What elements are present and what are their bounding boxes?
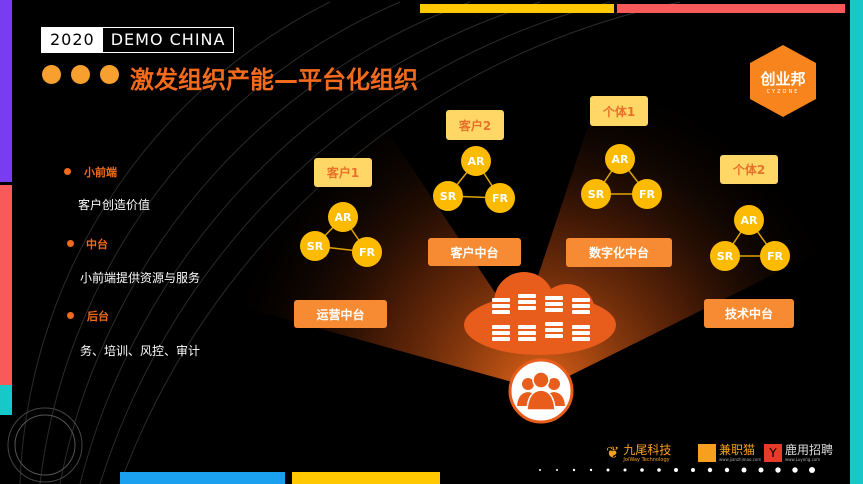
node-ar: AR [461,146,491,176]
bullet-label: 小前端 [84,166,117,179]
accent-bar-yellow-bottom [292,472,440,484]
accent-bar-teal-right [850,0,863,484]
sponsor-name: 兼职猫 [719,443,756,457]
logo-sub: CYZONE [766,88,800,95]
title-dots [42,65,119,84]
deer-logo-icon: Y [764,443,782,462]
node-sr: SR [300,231,330,261]
cat-logo-icon [698,443,716,462]
node-sr: SR [710,241,740,271]
logo-name: 创业邦 [760,69,806,88]
platform-tech: 技术中台 [704,299,794,328]
accent-bar-red [0,185,12,385]
cyzone-logo: 创业邦 CYZONE [750,45,816,117]
sponsor-sub: www.Luyong.com [785,457,821,462]
accent-bar-purple [0,0,12,182]
node-fr: FR [352,237,382,267]
sponsor-sub: JoiWay Technology [623,457,670,463]
node-ar: AR [734,205,764,235]
phoenix-logo-icon: ❦ [606,443,620,462]
cloud-servers-icon [464,272,616,355]
platform-operations: 运营中台 [294,300,387,328]
sponsor-sub: www.jianzhimao.com [719,457,762,462]
tag-customer-1: 客户1 [314,158,372,187]
sponsor-name: 九尾科技 [623,443,672,457]
sponsor-luyong: Y 鹿用招聘 www.Luyong.com [764,443,833,462]
bullet-label: 后台 [87,310,109,323]
sponsor-jianzhimao: 兼职猫 www.jianzhimao.com [698,443,761,462]
bullet-text: 小前端提供资源与服务 [80,271,201,285]
node-ar: AR [605,144,635,174]
accent-bar-red-top [617,4,845,13]
bullet-dot [64,168,71,175]
bullet-text: 客户创造价值 [78,198,151,212]
team-icon [508,358,574,424]
platform-customer: 客户中台 [428,238,521,266]
tag-individual-1: 个体1 [590,96,648,126]
page-title: 激发组织产能—平台化组织 [130,66,418,94]
tag-individual-2: 个体2 [720,155,778,184]
event-year: 2020 [42,28,103,52]
bullet-text: 务、培训、风控、审计 [80,344,201,358]
accent-bar-yellow-top [420,4,614,13]
event-name: DEMO CHINA [102,28,234,52]
node-fr: FR [485,183,515,213]
accent-bar-blue-bottom [120,472,285,484]
node-fr: FR [760,241,790,271]
node-sr: SR [581,179,611,209]
bullet-dot [67,240,74,247]
node-sr: SR [433,181,463,211]
sponsor-name: 鹿用招聘 [785,443,834,457]
platform-digital: 数字化中台 [566,238,672,267]
node-fr: FR [632,179,662,209]
sponsor-jiuwei: ❦ 九尾科技 JoiWay Technology [606,443,671,463]
bullet-label: 中台 [86,238,108,251]
node-ar: AR [328,202,358,232]
event-badge: 2020 DEMO CHINA [41,27,235,53]
tag-customer-2: 客户2 [446,110,504,140]
bullet-dot [67,312,74,319]
accent-bar-teal [0,385,12,415]
